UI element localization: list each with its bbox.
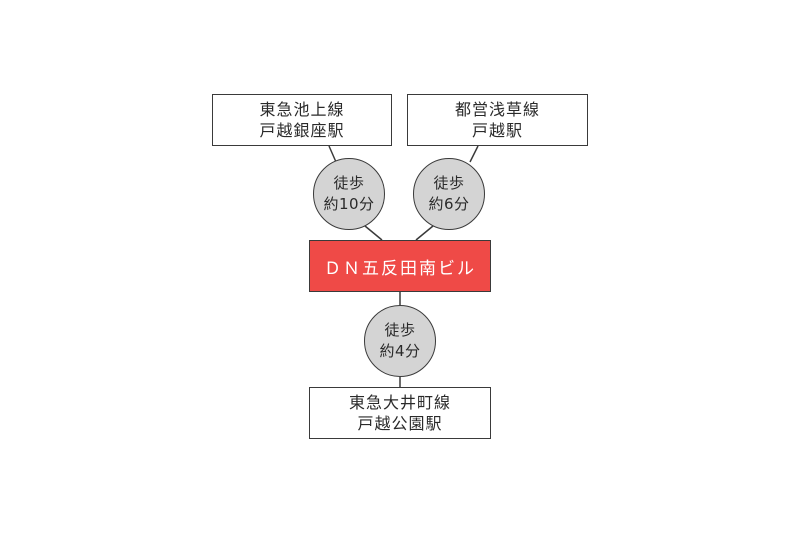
walk-time-ikegami: 徒歩 約10分 bbox=[313, 158, 385, 230]
line-name: 東急大井町線 bbox=[348, 393, 451, 412]
station-toei-asakusa: 都営浅草線 戸越駅 bbox=[407, 94, 588, 146]
connector-asakusa-to-walk bbox=[469, 145, 479, 163]
walk-label: 徒歩 bbox=[333, 174, 365, 192]
line-name: 都営浅草線 bbox=[454, 100, 540, 119]
walk-label: 徒歩 bbox=[384, 321, 416, 339]
walk-time-oimachi: 徒歩 約4分 bbox=[364, 305, 436, 377]
station-name: 戸越銀座駅 bbox=[259, 121, 345, 140]
station-tokyu-oimachi: 東急大井町線 戸越公園駅 bbox=[309, 387, 491, 439]
walk-time: 約10分 bbox=[323, 195, 375, 213]
connector-ikegami-to-walk bbox=[328, 145, 337, 163]
building-dn-gotanda-minami: ＤＮ五反田南ビル bbox=[309, 240, 491, 292]
walk-time: 約4分 bbox=[379, 342, 421, 360]
line-name: 東急池上線 bbox=[259, 100, 345, 119]
walk-label: 徒歩 bbox=[433, 174, 465, 192]
connector-walk-to-building-right bbox=[415, 225, 434, 241]
connector-walk-to-building-left bbox=[364, 225, 383, 241]
walk-time-asakusa: 徒歩 約6分 bbox=[413, 158, 485, 230]
station-tokyu-ikegami: 東急池上線 戸越銀座駅 bbox=[212, 94, 392, 146]
station-name: 戸越公園駅 bbox=[357, 414, 443, 433]
walk-time: 約6分 bbox=[428, 195, 470, 213]
building-name: ＤＮ五反田南ビル bbox=[324, 258, 476, 279]
station-name: 戸越駅 bbox=[471, 121, 523, 140]
